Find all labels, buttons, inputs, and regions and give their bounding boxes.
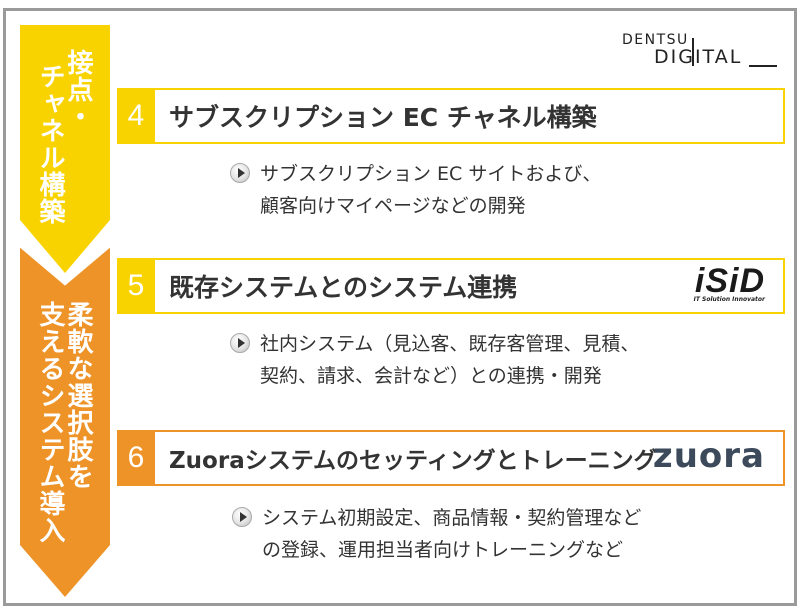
isid-logo-tagline: IT Solution Innovator <box>693 296 765 303</box>
item-title: 既存システムとのシステム連携 <box>169 273 518 302</box>
description-line: サブスクリプション EC サイトおよび、 <box>230 158 601 190</box>
arrow-shape-orange <box>20 245 110 597</box>
isid-logo-text: iSiD <box>694 262 765 300</box>
phase-label-system-col2: 支えるシステム導入 <box>35 301 65 544</box>
logo-divider <box>692 38 694 66</box>
description-line: の登録、運用担当者向けトレーニングなど <box>262 539 624 561</box>
zuora-logo-text: zuora <box>652 436 765 476</box>
play-circle-icon <box>230 163 250 183</box>
item-4-description: サブスクリプション EC サイトおよび、 顧客向けマイページなどの開発 <box>230 158 601 222</box>
item-title: Zuoraシステムのセッティングとトレーニング <box>169 448 657 474</box>
item-5-header: 5 既存システムとのシステム連携 iSiD IT Solution Innova… <box>117 258 785 314</box>
phase-label-system-col1: 柔軟な選択肢を <box>63 301 93 490</box>
item-number: 6 <box>117 430 155 486</box>
description-line: 社内システム（見込客、既存客管理、見積、 <box>230 328 639 360</box>
item-title-box: Zuoraシステムのセッティングとトレーニング zuora <box>155 430 785 486</box>
arrow-shape-yellow <box>20 25 110 273</box>
item-5-description: 社内システム（見込客、既存客管理、見積、 契約、請求、会計など）との連携・開発 <box>230 328 639 392</box>
phase-label-channel-col2: チャネル構築 <box>35 63 65 225</box>
item-6-description: システム初期設定、商品情報・契約管理など の登録、運用担当者向けトレーニングなど <box>232 502 641 566</box>
logo-line1: DENTSU <box>622 32 689 48</box>
dentsu-digital-logo: DENTSU DIGITAL <box>622 32 782 72</box>
logo-underline <box>749 65 777 67</box>
play-circle-icon <box>232 507 252 527</box>
item-number: 4 <box>117 88 155 144</box>
play-circle-icon <box>230 333 250 353</box>
description-line: 顧客向けマイページなどの開発 <box>260 195 526 217</box>
description-line: システム初期設定、商品情報・契約管理など <box>232 502 641 534</box>
phase-arrow-system: 柔軟な選択肢を 支えるシステム導入 <box>20 245 110 601</box>
item-title-box: 既存システムとのシステム連携 iSiD IT Solution Innovato… <box>155 258 785 314</box>
isid-logo: iSiD IT Solution Innovator <box>694 264 765 303</box>
phase-label-channel-col1: 接点・ <box>63 49 93 130</box>
zuora-logo: zuora <box>653 436 765 476</box>
item-title-box: サブスクリプション EC チャネル構築 <box>155 88 785 144</box>
logo-line2: DIGITAL <box>654 46 743 68</box>
description-line: 契約、請求、会計など）との連携・開発 <box>260 365 602 387</box>
item-6-header: 6 Zuoraシステムのセッティングとトレーニング zuora <box>117 430 785 486</box>
item-title: サブスクリプション EC チャネル構築 <box>169 103 597 132</box>
phase-arrow-channel: 接点・ チャネル構築 <box>20 25 110 280</box>
item-4-header: 4 サブスクリプション EC チャネル構築 <box>117 88 785 144</box>
item-number: 5 <box>117 258 155 314</box>
